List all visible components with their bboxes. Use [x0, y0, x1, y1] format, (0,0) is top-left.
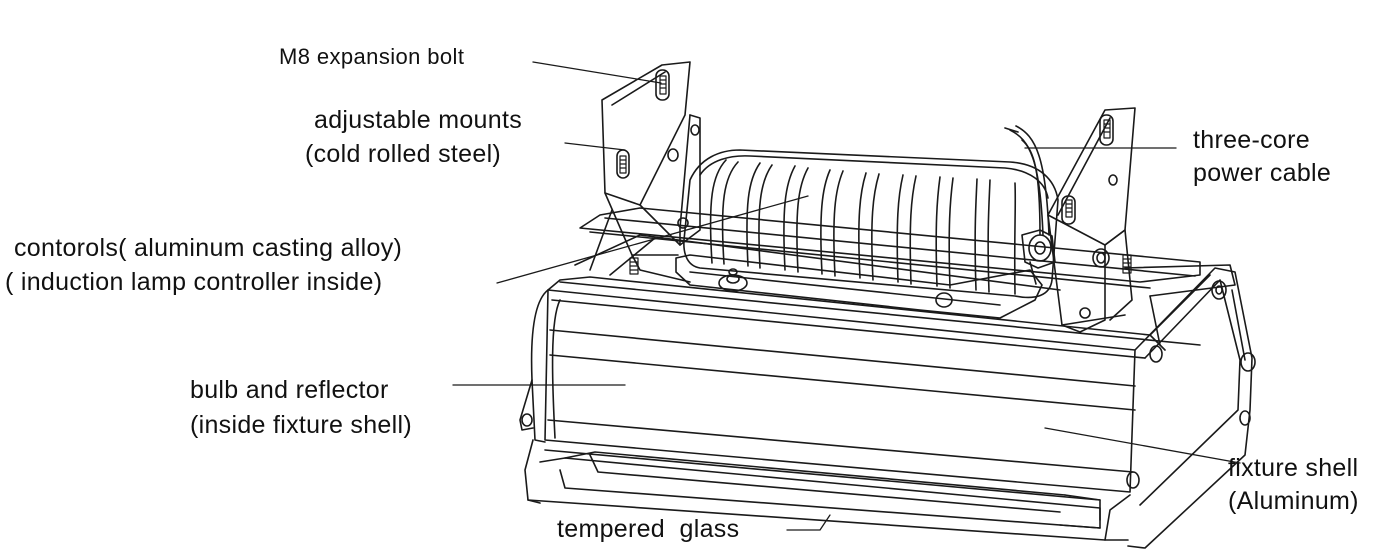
label-fixture-shell: fixture shell	[1228, 454, 1359, 482]
label-aluminum: (Aluminum)	[1228, 487, 1359, 515]
leader-fixture-shell	[1044, 427, 1241, 464]
right-mount-bracket	[1047, 107, 1136, 333]
label-adjustable-mounts: adjustable mounts	[314, 106, 523, 134]
end-plate-screws	[521, 280, 1256, 489]
leader-adjustable-mounts	[564, 142, 626, 151]
m8-bolt-right	[1065, 119, 1132, 274]
label-tempered-glass: tempered glass	[557, 515, 740, 543]
leader-controls	[496, 195, 809, 284]
label-power-cable: power cable	[1193, 159, 1332, 187]
label-three-core: three-core	[1193, 126, 1310, 154]
label-controller-inside: ( induction lamp controller inside)	[5, 268, 383, 296]
label-m8-expansion-bolt: M8 expansion bolt	[279, 44, 465, 69]
fixture-shell	[519, 267, 1253, 549]
leader-glass	[786, 514, 831, 531]
m8-bolt-left	[619, 75, 667, 275]
leader-m8-bolt	[532, 61, 662, 84]
left-mount-bracket	[601, 61, 701, 283]
control-box	[675, 149, 1059, 319]
cooling-fins	[709, 159, 1017, 295]
label-cold-rolled-steel: (cold rolled steel)	[305, 140, 502, 168]
label-inside-fixture-shell: (inside fixture shell)	[190, 411, 412, 439]
power-cable	[1004, 125, 1050, 236]
label-bulb-and-reflector: bulb and reflector	[190, 376, 389, 404]
leader-lines	[452, 61, 1241, 531]
label-controls-material: contorols( aluminum casting alloy)	[14, 234, 403, 262]
glass-frame	[524, 439, 1131, 541]
